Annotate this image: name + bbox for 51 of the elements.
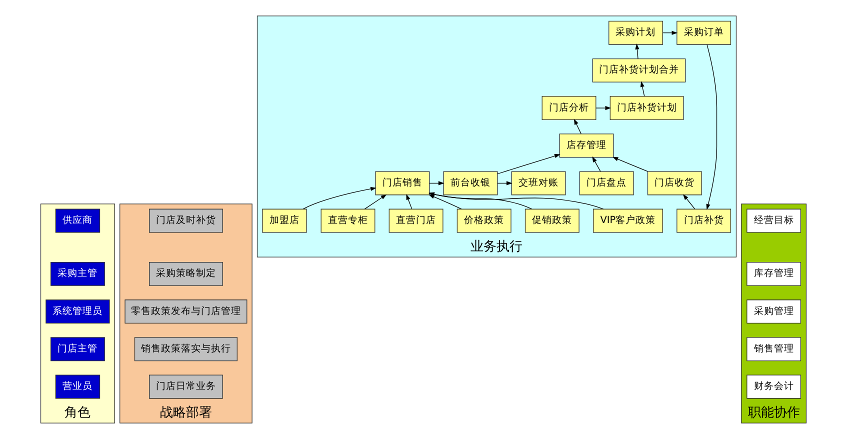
node-box: 采购计划: [608, 20, 663, 45]
node-box: 门店补货: [676, 208, 732, 233]
node-box: 采购订单: [676, 20, 732, 45]
arrow: [428, 192, 604, 210]
node-box: 促销政策: [524, 208, 580, 233]
arrow: [428, 194, 462, 210]
node-box: 营业员: [55, 374, 100, 399]
node-box: 采购策略制定: [149, 262, 223, 286]
node-box: 销售政策落实与执行: [134, 337, 238, 362]
node-box: 价格政策: [456, 208, 512, 233]
arrow: [364, 194, 387, 210]
node-box: 门店盘点: [579, 171, 634, 196]
arrow: [574, 118, 582, 134]
node-box: 门店及时补货: [149, 208, 223, 233]
arrow: [497, 181, 512, 186]
arrow: [497, 154, 560, 174]
node-box: 门店日常业务: [149, 374, 223, 399]
node-box: 加盟店: [262, 208, 307, 233]
node-box: 门店补货计划合并: [592, 58, 686, 82]
arrow: [662, 30, 678, 35]
node-box: 交班对账: [511, 171, 566, 196]
arrow: [682, 194, 696, 210]
node-box: 店存管理: [559, 134, 614, 158]
node-box: 门店补货计划: [610, 96, 684, 120]
node-box: 门店收货: [647, 171, 702, 196]
node-box: 供应商: [55, 208, 100, 233]
node-box: 前台收银: [443, 171, 498, 196]
arrow: [635, 44, 640, 60]
node-box: 库存管理: [746, 262, 802, 286]
node-box: 采购管理: [746, 300, 802, 324]
arrow: [706, 44, 718, 210]
node-box: 财务会计: [746, 374, 802, 399]
node-box: 门店分析: [542, 96, 596, 120]
arrow: [428, 192, 532, 210]
arrow: [429, 181, 444, 186]
node-box: 直营专柜: [320, 208, 376, 233]
arrow: [612, 156, 648, 172]
node-box: 销售管理: [746, 337, 802, 362]
node-box: 直营门店: [388, 208, 444, 233]
arrow: [640, 81, 645, 97]
node-box: 经营目标: [746, 208, 802, 233]
arrow: [592, 156, 601, 172]
arrow: [596, 106, 612, 110]
node-box: 门店销售: [375, 171, 430, 196]
node-box: 零售政策发布与门店管理: [124, 300, 248, 324]
node-box: 采购主管: [50, 262, 105, 286]
arrow: [302, 186, 376, 210]
node-box: VIP客户政策: [592, 208, 663, 233]
arrow: [406, 194, 412, 210]
node-box: 系统管理员: [46, 300, 110, 324]
node-box: 门店主管: [50, 337, 105, 362]
